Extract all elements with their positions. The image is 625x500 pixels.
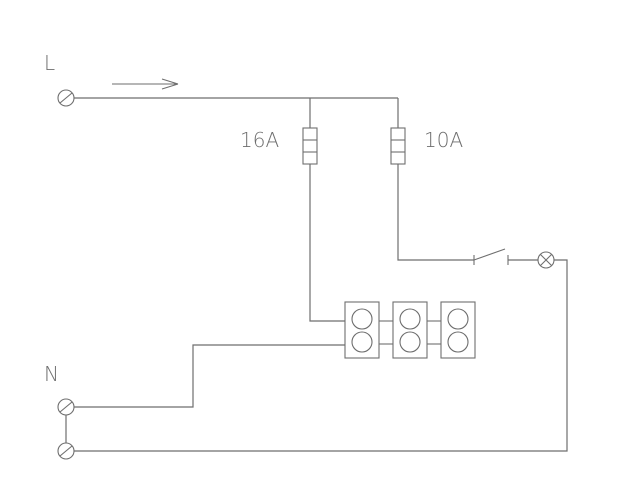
lamp-icon [537,251,555,269]
fuse-16a-label: 16A [240,128,279,152]
current-direction-arrow [112,78,179,90]
neutral-label: N [44,362,59,386]
fuse-10a [390,127,406,165]
line-label: L [44,51,55,75]
socket-outlet-1 [344,301,380,359]
socket-outlet-3 [440,301,476,359]
socket-branch-wire [309,164,345,322]
light-branch-wire [397,164,474,261]
socket-outlet-2 [392,301,428,359]
neutral-terminal-2 [57,442,75,460]
line-terminal [57,89,75,107]
fuse-10a-label: 10A [424,128,463,152]
light-switch [473,248,509,265]
socket-neutral-wire [74,344,345,408]
neutral-terminal-1 [57,398,75,416]
fuse-16a [302,127,318,165]
lamp-return-wire [74,259,568,452]
